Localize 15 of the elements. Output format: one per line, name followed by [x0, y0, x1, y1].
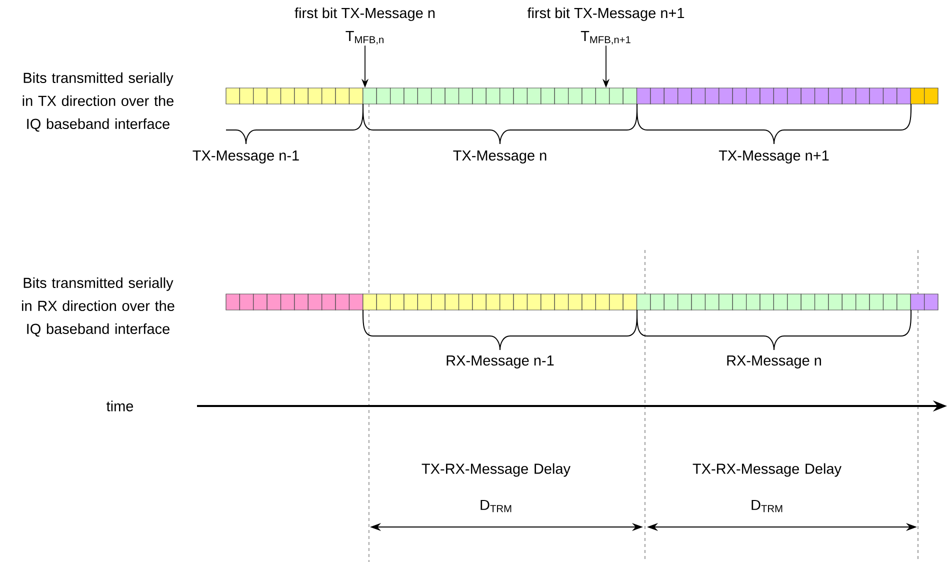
annotation-text: first bit TX-Message n T$_{MFB,n}$	[294, 8, 435, 44]
description-text: Bits transmitted serially in TX direction over the IQ baseband interface	[22, 72, 174, 132]
brace-label: TX-Message n	[453, 150, 546, 164]
delay-label: TX-RX-Message Delay	[692, 463, 842, 477]
annotation-text: first bit TX-Message n+1 T$_{MFB,n+1}$	[527, 8, 684, 44]
brace-label: TX-Message n+1	[718, 150, 829, 164]
axis-label: time	[106, 400, 134, 412]
description-text: Bits transmitted serially in RX direction over the IQ baseband interface	[22, 277, 174, 337]
delay-symbol: D$_{TRM}$	[752, 500, 782, 512]
brace-label: RX-Message n-1	[446, 356, 554, 368]
brace-label: TX-Message n-1	[192, 150, 299, 164]
delay-label: TX-RX-Message Delay	[422, 463, 570, 477]
delay-symbol: D$_{TRM}$	[480, 500, 512, 512]
brace-label: RX-Message n	[727, 356, 821, 368]
bit-stream-drawing	[226, 88, 938, 104]
